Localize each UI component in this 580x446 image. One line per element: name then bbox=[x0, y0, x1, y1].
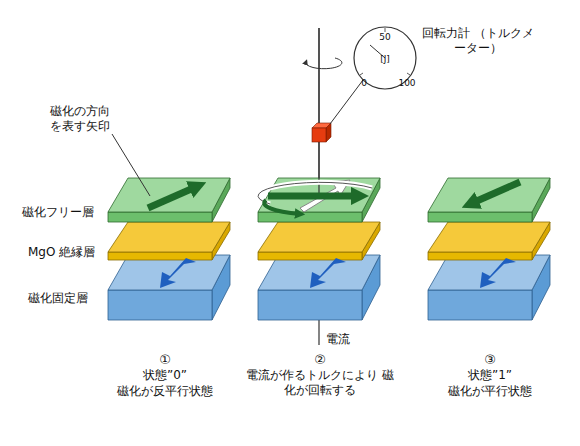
part-label: 磁化固定層 bbox=[28, 291, 88, 306]
rotation-arrow bbox=[264, 200, 300, 214]
rotation-sense-arrow bbox=[306, 58, 342, 69]
caption-text: ② bbox=[300, 352, 340, 367]
caption-text: 磁化が反平行状態 bbox=[95, 384, 235, 399]
gauge-scale: [J] bbox=[373, 52, 397, 67]
mtj-stack bbox=[258, 178, 380, 320]
mtj-stack bbox=[108, 178, 230, 320]
part-label: MgO 絶縁層 bbox=[28, 245, 95, 260]
gauge-scale: 100 bbox=[396, 76, 418, 91]
caption-text: 磁化が平行状態 bbox=[420, 384, 560, 399]
part-label: 磁化の方向 を表す矢印 bbox=[44, 104, 116, 134]
rotation-arrow bbox=[258, 182, 372, 204]
magnetization-arrow bbox=[470, 182, 520, 204]
part-label: 電流 bbox=[326, 332, 350, 347]
leader-line bbox=[112, 134, 150, 196]
caption-text: 状態”1” bbox=[430, 368, 550, 383]
current-axis bbox=[318, 28, 319, 195]
mtj-stack bbox=[428, 178, 550, 320]
caption-text: 電流が作るトルクにより 磁化が回転する bbox=[245, 368, 395, 398]
gauge-scale: 50 bbox=[373, 30, 397, 45]
gauge-scale: 0 bbox=[357, 76, 371, 91]
part-label: 回転力計 （トルクメーター） bbox=[420, 26, 536, 56]
magnetization-arrow bbox=[148, 186, 198, 208]
part-label: 磁化フリー層 bbox=[22, 205, 94, 220]
caption-text: ① bbox=[145, 352, 185, 367]
caption-text: 状態”0” bbox=[105, 368, 225, 383]
rotation-arrow bbox=[258, 182, 372, 204]
magnetization-arrow bbox=[268, 193, 360, 200]
leader-line bbox=[330, 80, 363, 124]
caption-text: ③ bbox=[470, 352, 510, 367]
torque-sensor bbox=[312, 123, 331, 142]
